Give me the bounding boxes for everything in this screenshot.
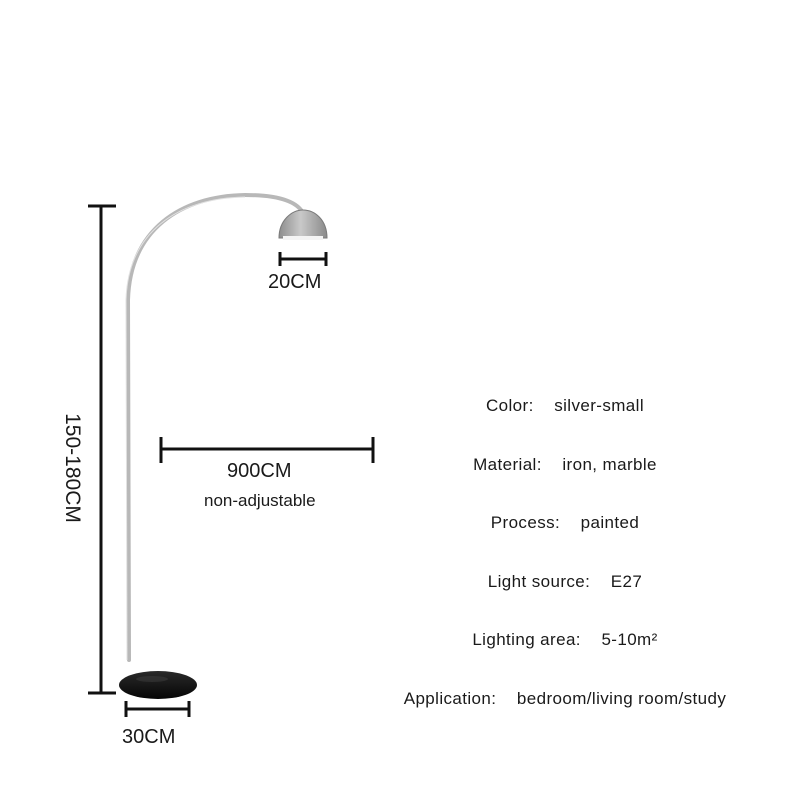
spec-label: Light source: xyxy=(487,571,591,591)
spec-value: iron, marble xyxy=(562,454,657,474)
lamp-base xyxy=(119,671,197,699)
base-width-label: 30CM xyxy=(122,726,176,748)
spec-list: Color: silver-small Material: iron, marb… xyxy=(360,396,770,747)
spec-value: bedroom/living room/study xyxy=(516,688,727,708)
spec-light-source: Light source: E27 xyxy=(360,572,770,631)
lamp-shade xyxy=(278,209,328,240)
spec-label: Material: xyxy=(473,454,542,474)
reach-dimension-line xyxy=(159,437,375,463)
spec-value: E27 xyxy=(610,571,643,591)
spec-value: silver-small xyxy=(554,396,645,415)
spec-label: Lighting area: xyxy=(472,630,581,649)
shade-width-label: 20CM xyxy=(268,271,322,293)
shade-width-dimension-line xyxy=(278,252,328,266)
spec-color: Color: silver-small xyxy=(360,396,770,455)
spec-value: 5-10m² xyxy=(601,630,658,649)
height-label: 150-180CM xyxy=(61,413,84,523)
spec-label: Process: xyxy=(490,513,561,532)
reach-note: non-adjustable xyxy=(204,491,316,510)
height-dimension-line xyxy=(88,204,116,695)
spec-label: Color: xyxy=(485,396,534,415)
reach-label: 900CM xyxy=(227,460,292,482)
base-width-dimension-line xyxy=(124,701,191,717)
spec-value: painted xyxy=(580,513,640,532)
spec-label: Application: xyxy=(403,688,497,708)
spec-material: Material: iron, marble xyxy=(360,455,770,514)
spec-lighting-area: Lighting area: 5-10m² xyxy=(360,630,770,689)
spec-process: Process: painted xyxy=(360,513,770,572)
lamp-pole xyxy=(125,192,305,662)
spec-application: Application: bedroom/living room/study xyxy=(360,689,770,748)
